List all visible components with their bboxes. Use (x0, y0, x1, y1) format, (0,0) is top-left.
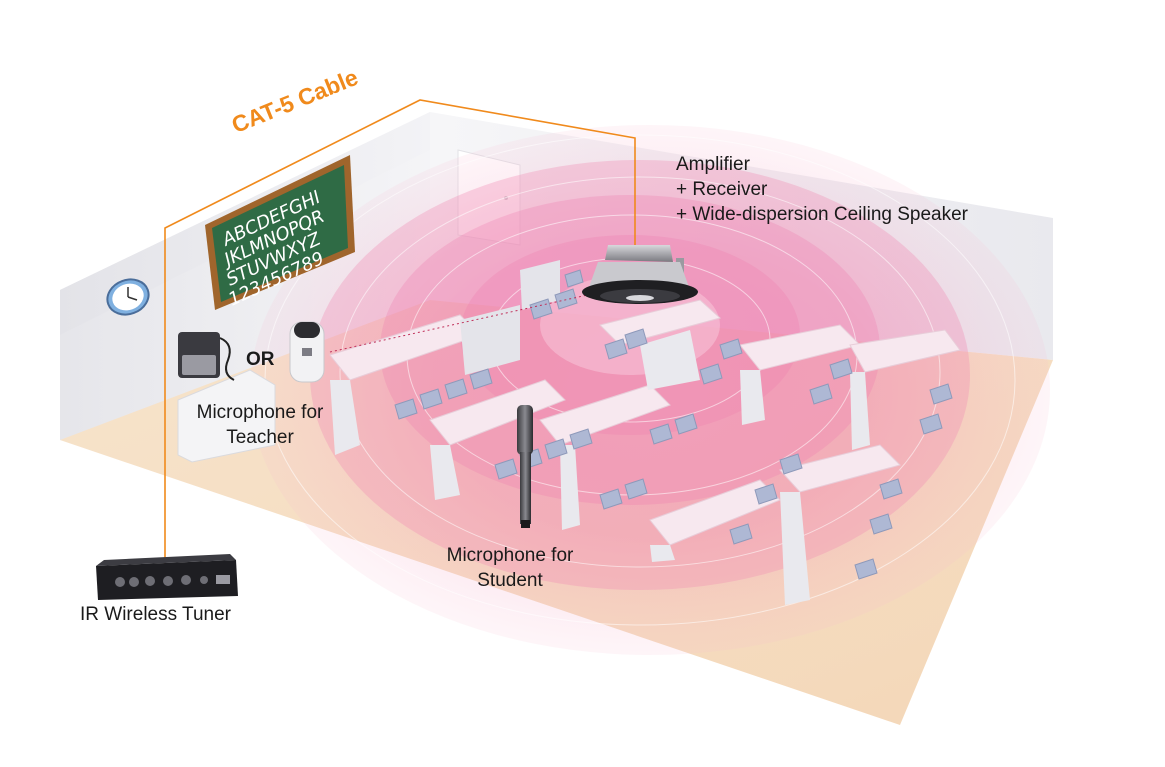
chalkboard: ABCDEFGHI JKLMNOPQR STUVWXYZ 123456789 (205, 155, 355, 311)
student-mic-line-1: Microphone for (446, 545, 574, 566)
ceiling-speaker-icon (582, 245, 698, 304)
ceiling-speaker-line: + Wide-dispersion Ceiling Speaker (676, 204, 969, 225)
tuner-device-icon (96, 554, 238, 600)
tuner-label: IR Wireless Tuner (80, 604, 231, 625)
teacher-mic-line-1: Microphone for (196, 402, 324, 423)
cat5-cable (164, 99, 636, 565)
teacher-mic-label: Microphone for Teacher (195, 400, 325, 450)
wall-clock-icon (106, 278, 150, 316)
receiver-line: + Receiver (676, 179, 768, 200)
desks (329, 260, 961, 605)
student-mic-line-2: Student (477, 570, 543, 591)
seats (394, 269, 953, 580)
teacher-podium (177, 369, 276, 463)
teacher-mic-line-2: Teacher (226, 427, 294, 448)
or-label: OR (246, 349, 275, 370)
handheld-transmitter-icon (289, 321, 325, 383)
coverage-area (250, 125, 1050, 655)
stick-microphone-icon (517, 405, 533, 528)
bodypack-transmitter-icon (178, 332, 235, 381)
amplifier-label: Amplifier + Receiver + Wide-dispersion C… (676, 152, 968, 227)
student-mic-label: Microphone for Student (445, 543, 575, 593)
amplifier-line: Amplifier (676, 154, 750, 175)
